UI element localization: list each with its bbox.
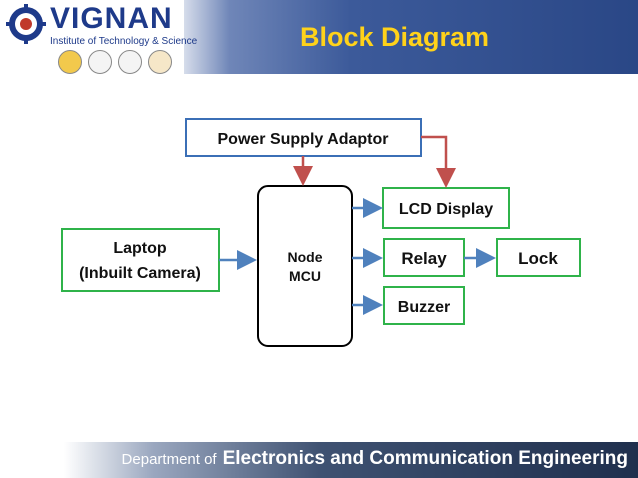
award-badge-icon: [148, 50, 172, 74]
lock-label: Lock: [518, 249, 558, 268]
power-to-lcd-arrow: [421, 135, 456, 188]
accreditation-badges: [58, 50, 178, 74]
laptop-node: Laptop (Inbuilt Camera): [61, 228, 220, 292]
laptop-box: [61, 228, 220, 292]
laptop-label-line1: Laptop: [113, 240, 167, 257]
nodemcu-box: [257, 185, 353, 347]
nodemcu-label-line2: MCU: [289, 268, 321, 284]
brand-subtitle: Institute of Technology & Science: [50, 36, 198, 47]
lcd-display-node: LCD Display: [382, 187, 510, 229]
buzzer-node: Buzzer: [383, 286, 465, 325]
power-supply-label: Power Supply Adaptor: [218, 131, 389, 148]
accreditation-seal-icon: [58, 50, 82, 74]
footer-prefix: Department of: [121, 451, 217, 468]
footer-band: Department of Electronics and Communicati…: [0, 442, 638, 478]
relay-label: Relay: [401, 249, 447, 268]
brand-name: VIGNAN: [50, 2, 173, 35]
institute-logo: VIGNAN Institute of Technology & Science: [0, 0, 197, 74]
nodemcu-label-line1: Node: [288, 249, 323, 265]
nirf-badge-icon: [88, 50, 112, 74]
lock-node: Lock: [496, 238, 581, 277]
gear-emblem-icon: [6, 4, 46, 44]
buzzer-label: Buzzer: [398, 299, 450, 316]
lcd-display-label: LCD Display: [399, 201, 493, 218]
department-name: Electronics and Communication Engineerin…: [222, 448, 628, 469]
power-supply-box: [185, 118, 422, 157]
ranking-badge-icon: [118, 50, 142, 74]
relay-node: Relay: [383, 238, 465, 277]
department-footer: Department of Electronics and Communicati…: [122, 448, 628, 470]
laptop-label-line2: (Inbuilt Camera): [79, 265, 201, 282]
lcd-display-box: [382, 187, 510, 229]
lock-box: [496, 238, 581, 277]
buzzer-box: [383, 286, 465, 325]
nodemcu-node: Node MCU: [257, 185, 353, 347]
power-supply-node: Power Supply Adaptor: [185, 118, 422, 157]
relay-box: [383, 238, 465, 277]
slide-title: Block Diagram: [300, 22, 490, 52]
